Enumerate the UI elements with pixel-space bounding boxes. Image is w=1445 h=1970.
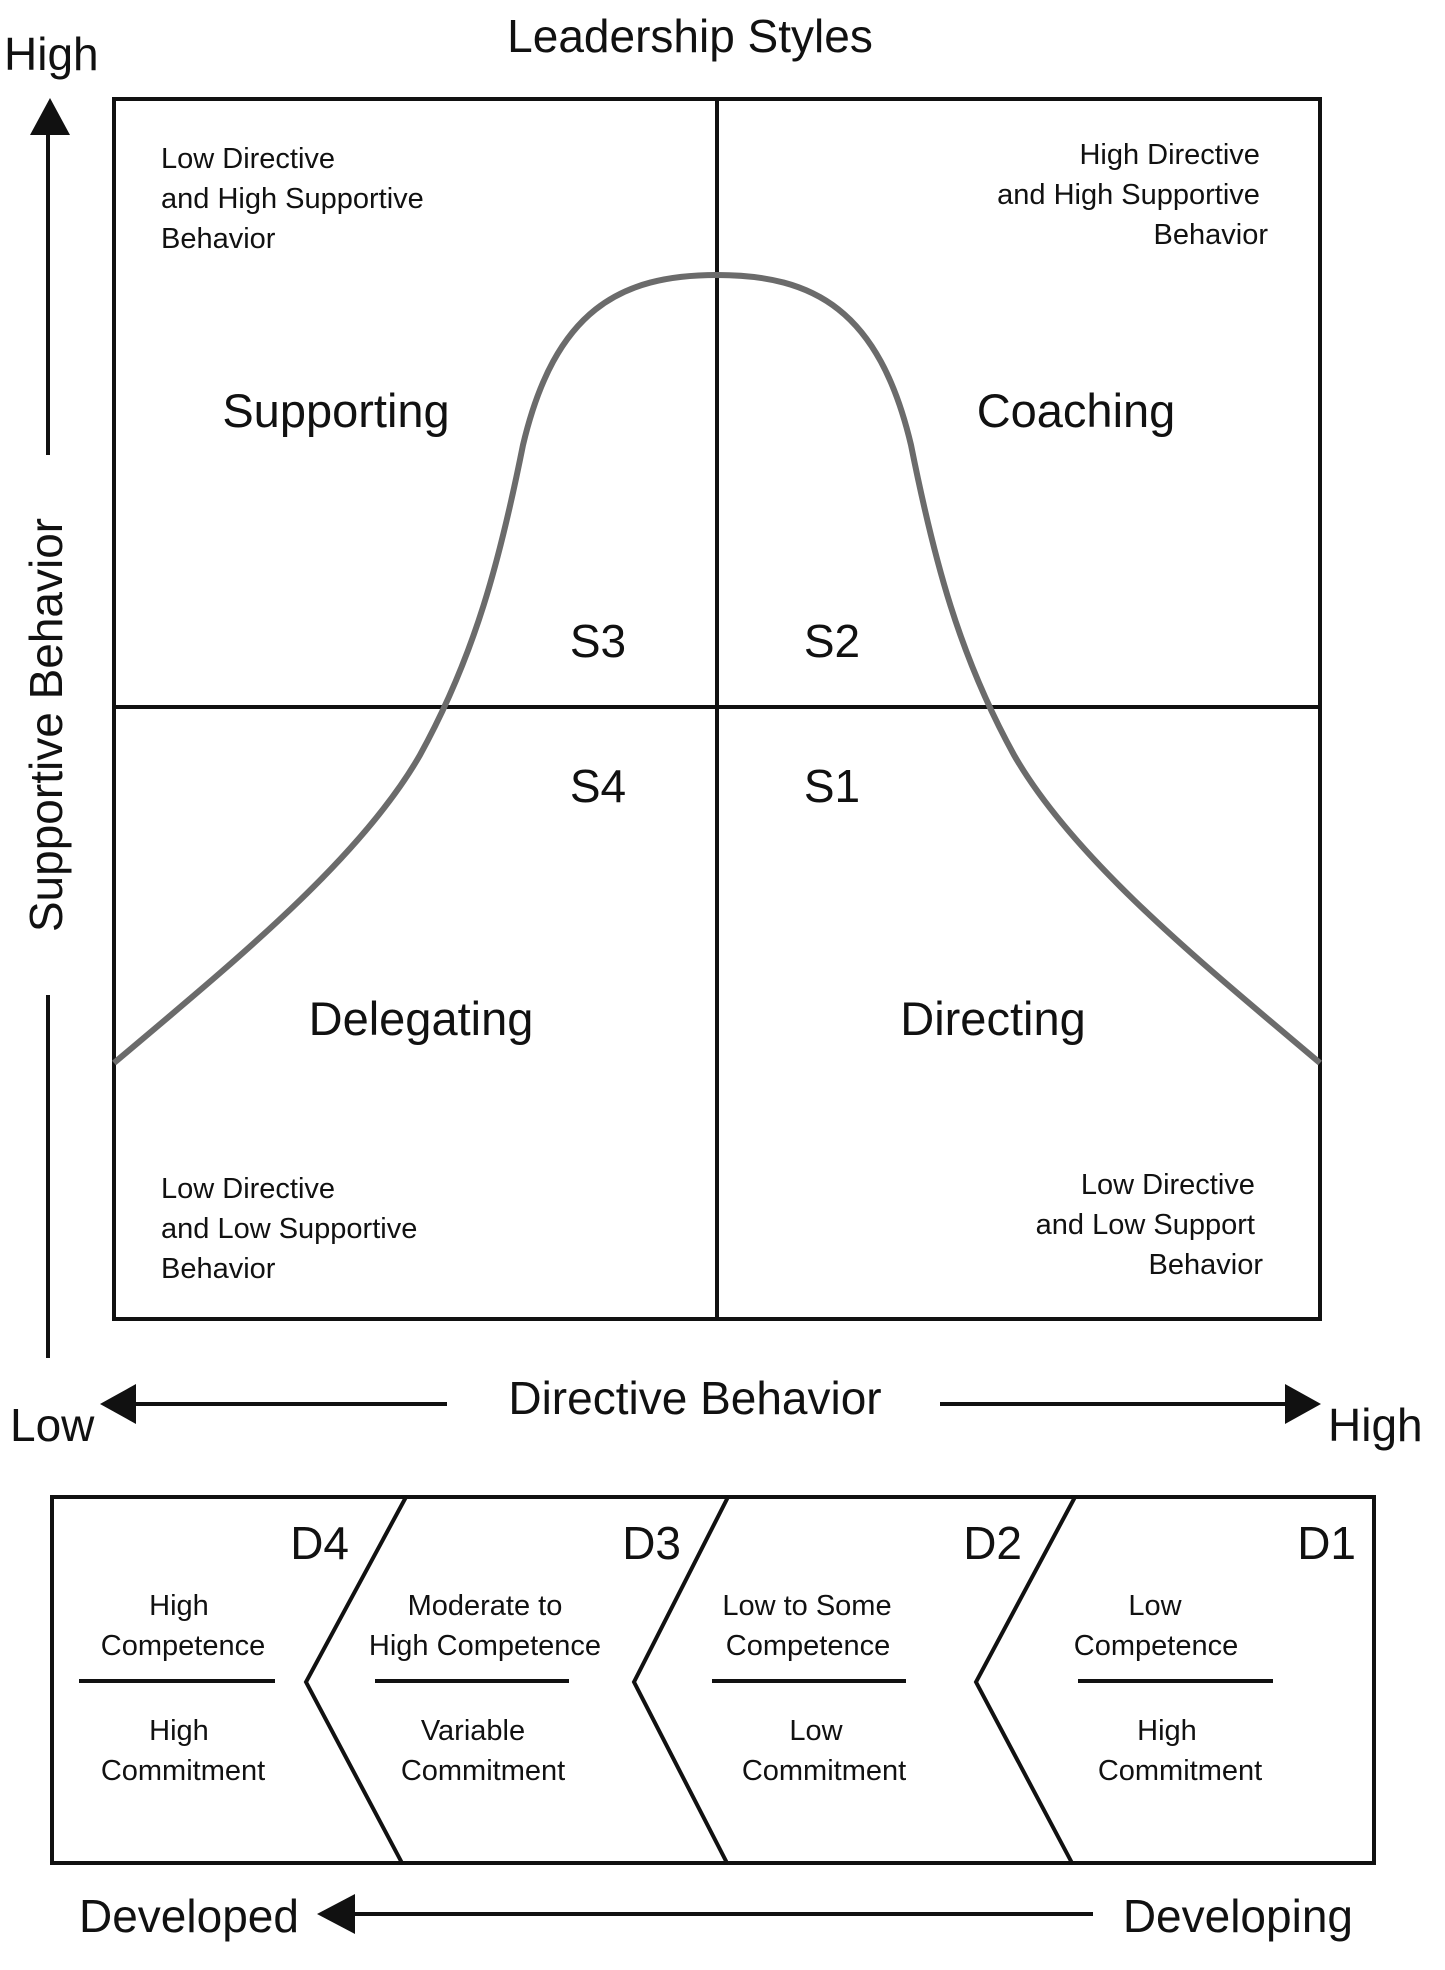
x-axis-high-label: High — [1328, 1399, 1423, 1451]
developing-label: Developing — [1123, 1890, 1353, 1942]
d3-competence: Moderate to High Competence — [369, 1590, 601, 1662]
d2-competence: Low to Some Competence — [722, 1590, 899, 1662]
dev-level-code-d3: D3 — [622, 1517, 681, 1569]
y-axis-label: Supportive Behavior — [20, 518, 72, 932]
chevron-divider-3 — [973, 1496, 1077, 1864]
style-code-s2: S2 — [804, 615, 860, 667]
d4-competence: High Competence — [101, 1590, 265, 1662]
style-delegating: Delegating — [309, 992, 534, 1045]
developed-label: Developed — [79, 1890, 299, 1942]
d4-commitment: High Commitment — [101, 1715, 265, 1787]
bottom-left-description: Low Directive and Low Supportive Behavio… — [161, 1173, 425, 1285]
style-code-s4: S4 — [570, 760, 626, 812]
dev-level-code-d1: D1 — [1297, 1517, 1356, 1569]
development-band-frame — [50, 1495, 1376, 1865]
leadership-curve — [112, 271, 1322, 1066]
chevron-divider-2 — [631, 1496, 730, 1864]
chevron-divider-1 — [303, 1496, 408, 1864]
top-left-description: Low Directive and High Supportive Behavi… — [161, 143, 432, 255]
dev-level-code-d2: D2 — [963, 1517, 1022, 1569]
top-right-description: High Directive and High Supportive Behav… — [997, 139, 1268, 251]
bottom-right-description: Low Directive and Low Support Behavior — [1036, 1169, 1264, 1281]
x-axis-left-arrowhead — [100, 1384, 136, 1424]
style-directing: Directing — [900, 992, 1085, 1045]
diagram-title: Leadership Styles — [507, 10, 873, 62]
d2-commitment: Low Commitment — [742, 1715, 906, 1787]
style-code-s1: S1 — [804, 760, 860, 812]
d3-commitment: Variable Commitment — [401, 1715, 565, 1787]
d1-competence: Low Competence — [1074, 1590, 1238, 1662]
style-code-s3: S3 — [570, 615, 626, 667]
x-axis-low-label: Low — [10, 1399, 95, 1451]
x-axis-right-arrowhead — [1285, 1384, 1321, 1424]
style-supporting: Supporting — [222, 384, 449, 437]
d1-commitment: High Commitment — [1098, 1715, 1262, 1787]
dev-level-code-d4: D4 — [290, 1517, 349, 1569]
style-coaching: Coaching — [977, 384, 1176, 437]
y-axis-high-label: High — [4, 28, 99, 80]
y-axis-up-arrowhead — [30, 98, 70, 135]
development-arrowhead — [317, 1894, 355, 1934]
x-axis-label: Directive Behavior — [508, 1372, 881, 1424]
